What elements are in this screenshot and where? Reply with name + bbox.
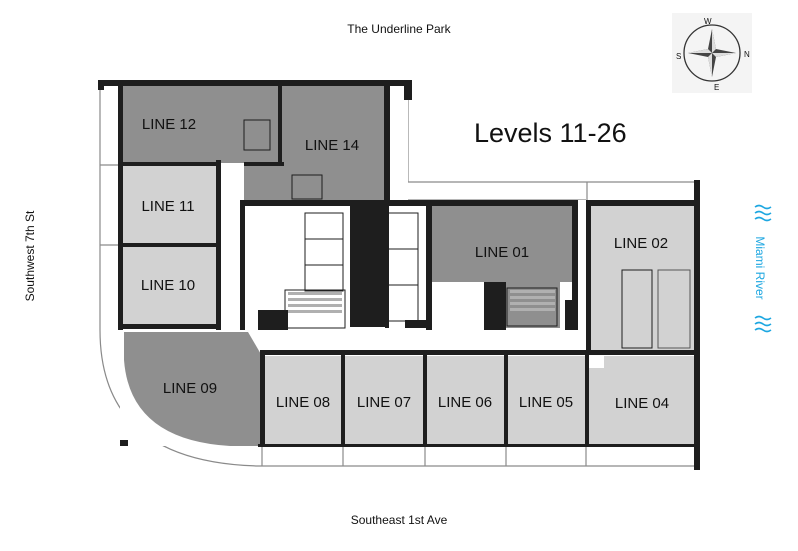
unit-line06[interactable] bbox=[427, 356, 504, 445]
label-line07: LINE 07 bbox=[357, 394, 411, 411]
label-line05: LINE 05 bbox=[519, 394, 573, 411]
unit-line09[interactable] bbox=[124, 332, 262, 446]
compass-n: N bbox=[744, 50, 750, 59]
stair-treads bbox=[288, 290, 555, 313]
label-line06: LINE 06 bbox=[438, 394, 492, 411]
unit-line10[interactable] bbox=[122, 247, 218, 325]
compass-e: E bbox=[714, 83, 719, 92]
unit-line05[interactable] bbox=[508, 356, 585, 445]
label-line02: LINE 02 bbox=[614, 235, 668, 252]
street-top: The Underline Park bbox=[347, 22, 451, 36]
unit-line04[interactable] bbox=[589, 356, 694, 445]
compass-w: W bbox=[704, 17, 712, 26]
unit-line11[interactable] bbox=[122, 166, 218, 244]
label-line09: LINE 09 bbox=[163, 380, 217, 397]
label-line12: LINE 12 bbox=[142, 116, 196, 133]
label-line08: LINE 08 bbox=[276, 394, 330, 411]
unit-line07[interactable] bbox=[345, 356, 423, 445]
street-bottom: Southeast 1st Ave bbox=[350, 513, 448, 527]
unit-fills bbox=[122, 85, 694, 446]
unit-line14[interactable] bbox=[244, 85, 386, 203]
walls bbox=[98, 80, 700, 470]
unit-line08[interactable] bbox=[265, 356, 341, 445]
unit-line02[interactable] bbox=[588, 205, 694, 350]
page-title: Levels 11-26 bbox=[474, 118, 627, 148]
unit-labels: LINE 12 LINE 14 LINE 11 LINE 10 LINE 09 … bbox=[141, 116, 669, 412]
water-wave-icon bbox=[754, 204, 772, 333]
label-line01: LINE 01 bbox=[475, 244, 529, 261]
label-line04: LINE 04 bbox=[615, 395, 669, 412]
compass-rose-icon: W N S E bbox=[672, 13, 752, 93]
street-right: Miami River bbox=[753, 236, 767, 300]
compass-s: S bbox=[676, 52, 681, 61]
label-line11: LINE 11 bbox=[141, 198, 194, 215]
label-line14: LINE 14 bbox=[305, 137, 359, 154]
label-line10: LINE 10 bbox=[141, 277, 195, 294]
street-left: Southwest 7th St bbox=[23, 210, 37, 302]
